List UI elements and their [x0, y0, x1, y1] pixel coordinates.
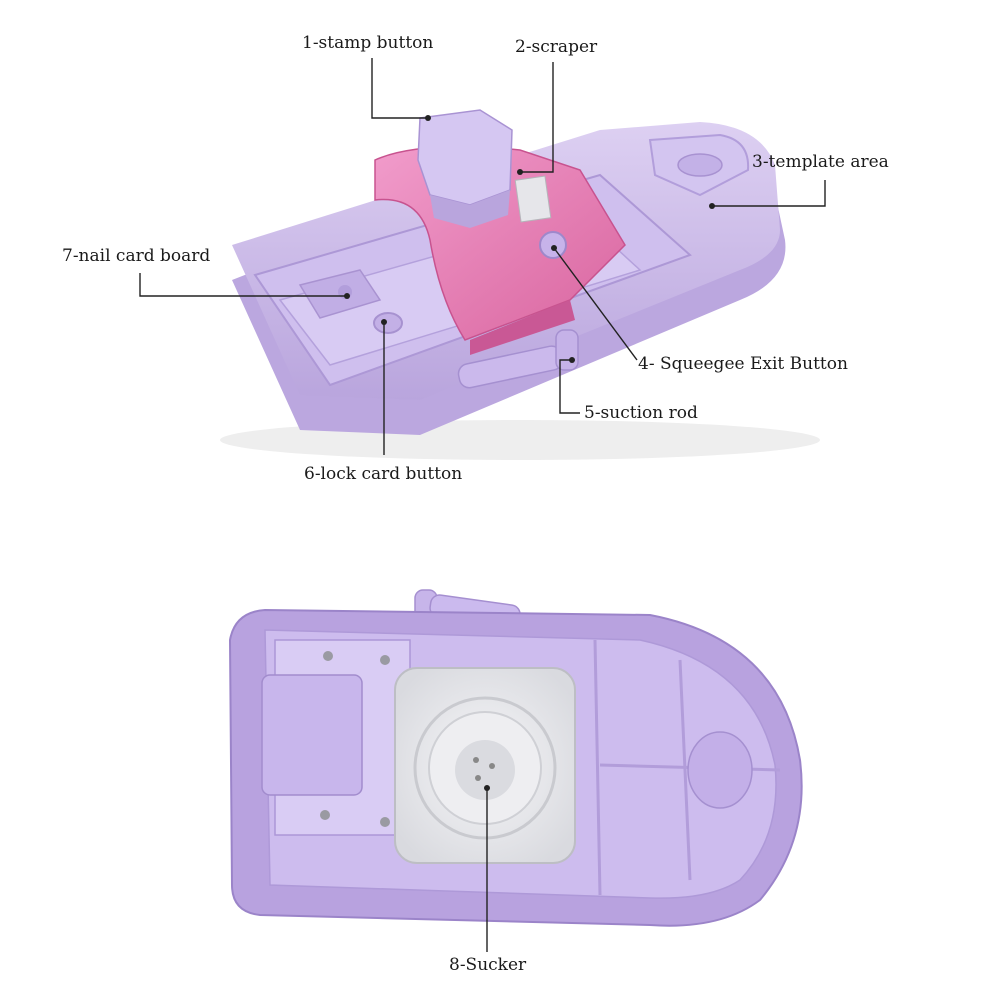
scraper-part [514, 175, 552, 223]
leader-nail-card-board [139, 273, 347, 297]
leader-suction-rod [559, 359, 580, 414]
label-suction-rod: 5-suction rod [584, 403, 698, 423]
leader-dots [344, 115, 715, 791]
stamp-button-part [417, 109, 513, 206]
label-sucker: 8-Sucker [449, 955, 527, 975]
leader-template-area [712, 180, 826, 207]
leader-squeegee-exit [553, 247, 638, 361]
leader-stamp-button [371, 58, 428, 119]
label-nail-card-board: 7-nail card board [62, 246, 211, 266]
bottom-device-view [228, 589, 803, 927]
lock-card-button-part [373, 312, 403, 334]
label-scraper: 2-scraper [515, 37, 598, 57]
label-stamp-button: 1-stamp button [302, 33, 434, 53]
squeegee-exit-button-part [539, 231, 567, 259]
label-squeegee-exit-button: 4- Squeegee Exit Button [638, 354, 848, 374]
top-device-view [220, 109, 820, 460]
label-lock-card-button: 6-lock card button [304, 464, 463, 484]
leader-lines [139, 58, 826, 952]
label-template-area: 3-template area [752, 152, 889, 172]
leader-scraper [520, 62, 554, 173]
